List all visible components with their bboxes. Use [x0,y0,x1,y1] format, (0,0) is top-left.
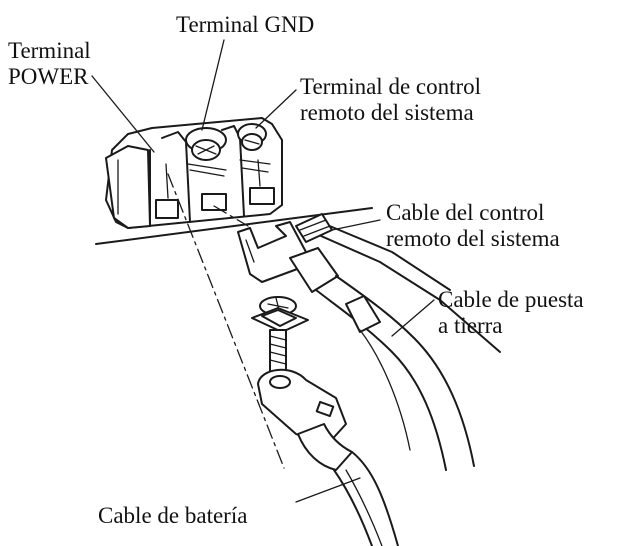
guide-line-power [167,173,285,469]
label-line: Cable del control [386,200,545,225]
gnd-terminal-screw [185,127,227,177]
label-remote-cable: Cable del control remoto del sistema [386,200,560,252]
label-terminal-power: Terminal POWER [8,38,91,90]
leader-lines [91,39,435,503]
separator-line [95,207,373,245]
label-line: Terminal GND [176,12,315,37]
guide-line-gnd [213,205,249,227]
label-line: Cable de puesta [438,287,584,312]
terminal-block [105,117,283,229]
label-ground-cable: Cable de puesta a tierra [438,287,584,339]
ground-cable [237,221,475,471]
battery-cable [257,368,399,546]
remote-terminal-screw [237,123,271,173]
label-line: remoto del sistema [300,100,474,125]
label-line: Terminal [8,38,91,63]
label-line: POWER [8,64,89,89]
battery-screw [251,296,309,373]
label-line: Cable de batería [98,503,248,528]
label-line: Terminal de control [300,74,482,99]
label-remote-terminal: Terminal de control remoto del sistema [300,74,481,126]
label-line: remoto del sistema [386,226,560,251]
label-line: a tierra [438,313,503,338]
label-battery-cable: Cable de batería [98,503,247,529]
label-terminal-gnd: Terminal GND [176,12,314,38]
